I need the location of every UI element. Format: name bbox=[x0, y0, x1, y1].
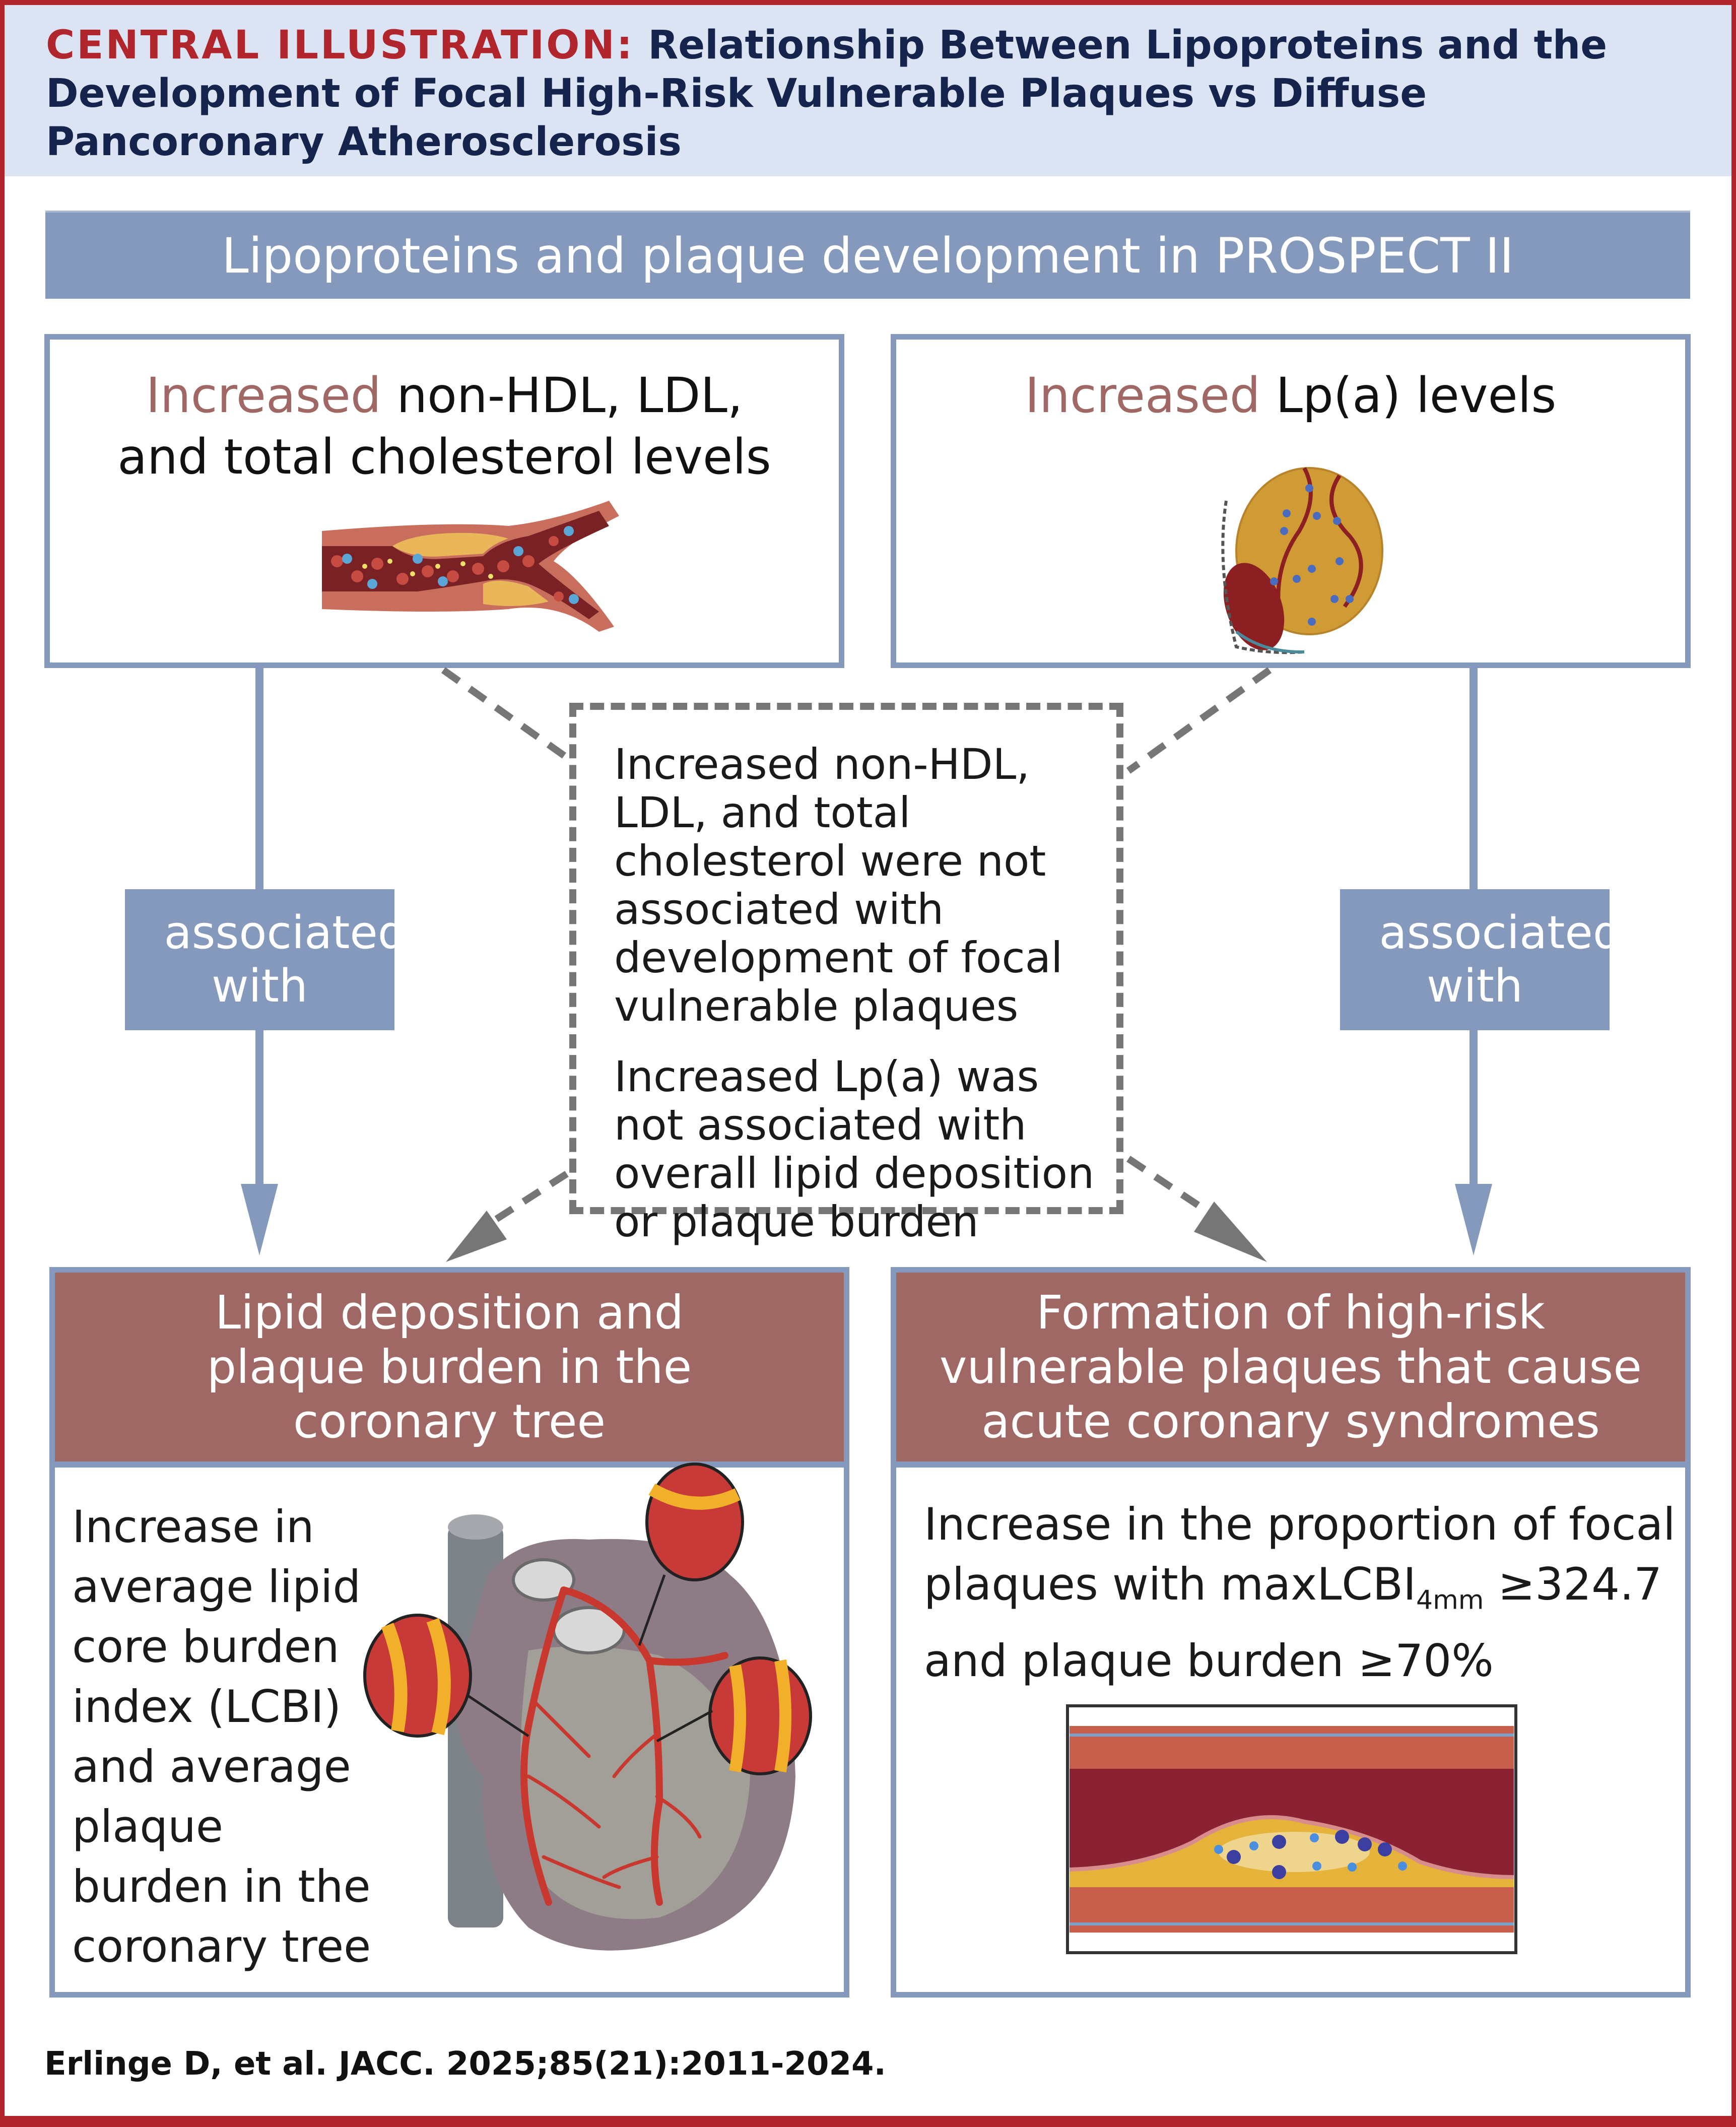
associated-with-text-left: associated with bbox=[164, 906, 407, 1013]
bottom-right-heading: Formation of high-risk vulnerable plaque… bbox=[896, 1273, 1685, 1461]
bottom-left-box: Lipid deposition and plaque burden in th… bbox=[49, 1267, 849, 1998]
top-left-title-line2: and total cholesterol levels bbox=[117, 429, 771, 485]
body-text-subscript: 4mm bbox=[1416, 1585, 1484, 1616]
bottom-left-body: Increase in average lipid core burden in… bbox=[72, 1501, 371, 1972]
section-title-bar: Lipoproteins and plaque development in P… bbox=[45, 211, 1690, 299]
increased-emphasis: Increased bbox=[146, 367, 381, 424]
associated-with-label-left: associated with bbox=[125, 889, 407, 1030]
top-left-title-line1: non-HDL, LDL, bbox=[381, 367, 743, 424]
page-title: CENTRAL ILLUSTRATION: Relationship Betwe… bbox=[46, 21, 1683, 166]
header-band: CENTRAL ILLUSTRATION: Relationship Betwe… bbox=[5, 5, 1731, 176]
artery-with-lipoproteins-icon bbox=[322, 501, 619, 632]
dashed-connector-top-right bbox=[1126, 667, 1272, 774]
top-right-title-rest: Lp(a) levels bbox=[1260, 367, 1557, 424]
body-text-pre: Increase in the proportion of focal plaq… bbox=[924, 1498, 1676, 1610]
citation: Erlinge D, et al. JACC. 2025;85(21):2011… bbox=[44, 2045, 886, 2083]
bottom-right-separator bbox=[896, 1461, 1685, 1468]
bottom-right-heading-text: Formation of high-risk vulnerable plaque… bbox=[940, 1285, 1642, 1448]
center-note-text: Increased non-HDL, LDL, and total choles… bbox=[614, 740, 1106, 1268]
increased-emphasis: Increased bbox=[1025, 367, 1260, 424]
left-arrowhead-icon bbox=[241, 1184, 278, 1255]
top-left-title: Increased non-HDL, LDL, and total choles… bbox=[50, 365, 839, 488]
magnified-artery-left bbox=[363, 1614, 529, 1738]
dashed-connector-bottom-right bbox=[1126, 1156, 1206, 1212]
top-right-title: Increased Lp(a) levels bbox=[896, 365, 1685, 426]
center-note-box: Increased non-HDL, LDL, and total choles… bbox=[569, 703, 1123, 1246]
dashed-arrowhead-bottom-right-icon bbox=[1194, 1202, 1267, 1262]
bottom-left-heading: Lipid deposition and plaque burden in th… bbox=[55, 1273, 844, 1461]
bottom-left-heading-text: Lipid deposition and plaque burden in th… bbox=[207, 1285, 692, 1448]
magnified-artery-right bbox=[656, 1656, 812, 1775]
vulnerable-plaque-cross-section-icon bbox=[1066, 1704, 1517, 1954]
section-title: Lipoproteins and plaque development in P… bbox=[222, 227, 1514, 284]
lipoprotein-a-particle-icon bbox=[1221, 467, 1383, 654]
bottom-right-box: Formation of high-risk vulnerable plaque… bbox=[891, 1267, 1691, 1998]
top-right-box: Increased Lp(a) levels bbox=[891, 334, 1691, 668]
magnified-artery-top bbox=[638, 1463, 744, 1646]
associated-with-label-right: associated with bbox=[1340, 889, 1622, 1030]
central-illustration-label: CENTRAL ILLUSTRATION: bbox=[46, 23, 635, 68]
body-text-post: ≥324.7 and plaque burden ≥70% bbox=[924, 1558, 1662, 1687]
bottom-left-separator bbox=[55, 1461, 844, 1468]
bottom-right-body: Increase in the proportion of focal plaq… bbox=[924, 1494, 1680, 1691]
heart-coronary-tree-icon bbox=[363, 1463, 812, 1951]
dashed-connector-top-left bbox=[441, 667, 567, 759]
top-left-box: Increased non-HDL, LDL, and total choles… bbox=[44, 334, 844, 668]
associated-with-text-right: associated with bbox=[1379, 906, 1622, 1013]
center-note-paragraph-1: Increased non-HDL, LDL, and total choles… bbox=[614, 740, 1063, 1031]
center-note-paragraph-2: Increased Lp(a) was not associated with … bbox=[614, 1052, 1095, 1246]
dashed-connector-bottom-left bbox=[494, 1171, 569, 1222]
page-title-text: Relationship Between Lipoproteins and th… bbox=[46, 23, 1608, 165]
right-arrowhead-icon bbox=[1455, 1184, 1492, 1255]
dashed-arrowhead-bottom-left-icon bbox=[446, 1211, 507, 1262]
